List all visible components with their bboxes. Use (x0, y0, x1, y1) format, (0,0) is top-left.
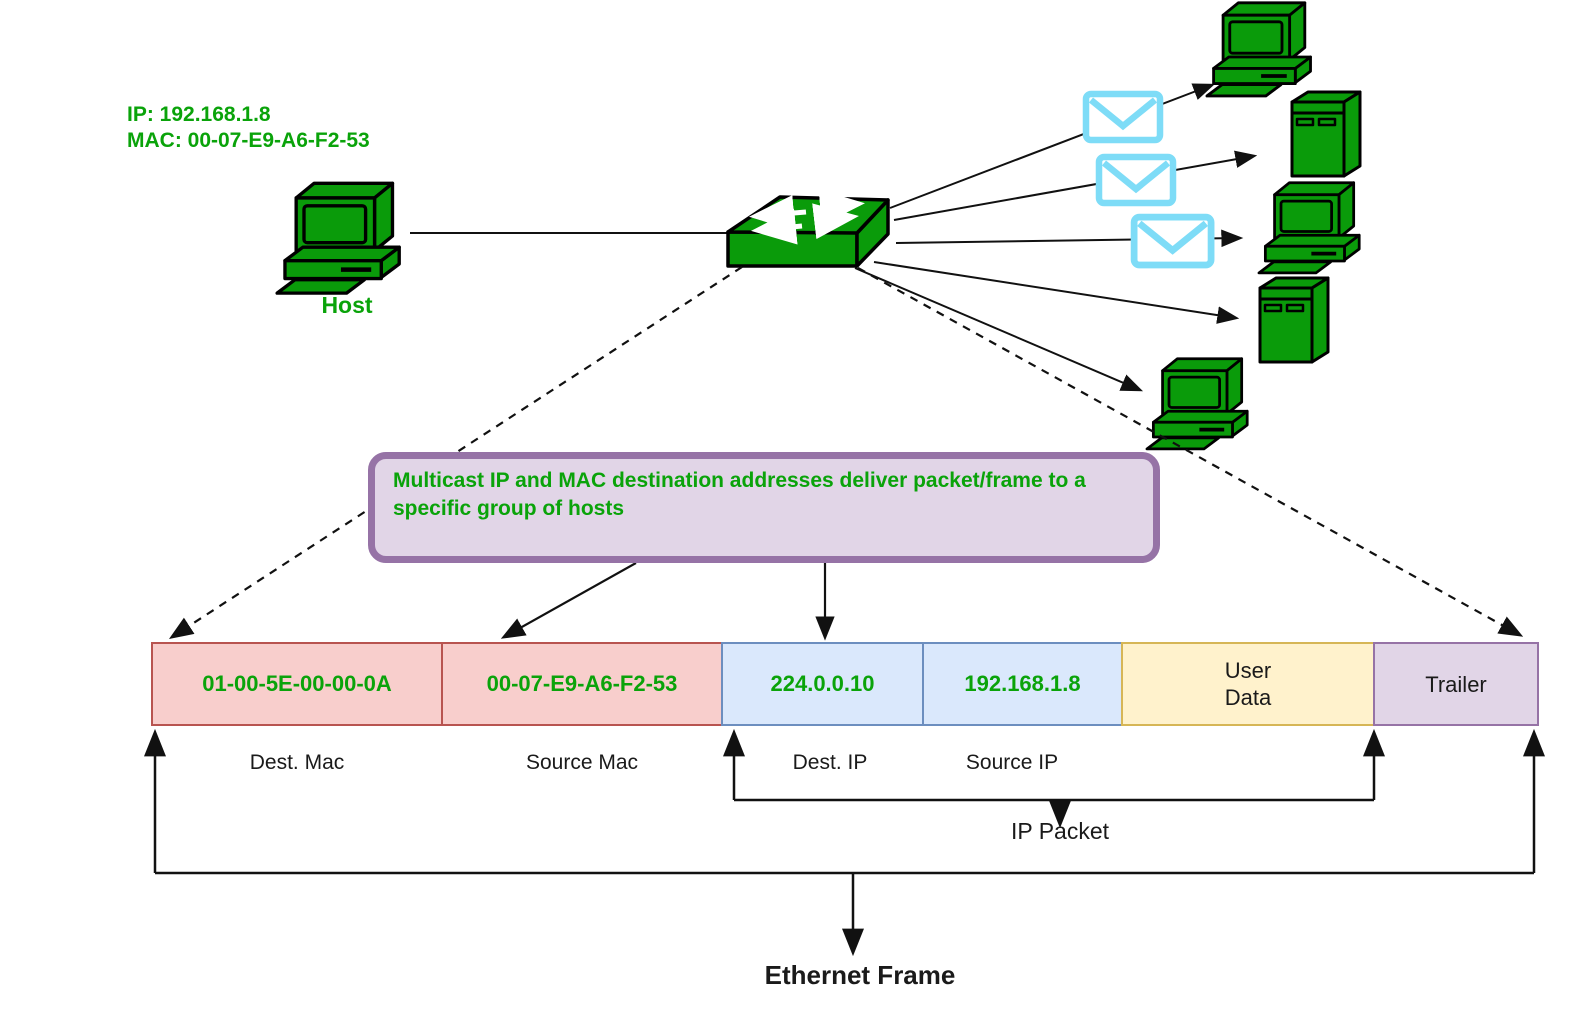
dest-ip-label: Dest. IP (792, 751, 868, 774)
network-links (410, 83, 1258, 392)
user-data-cell (1121, 642, 1375, 726)
desktop-pc-icon (1205, 0, 1313, 98)
ethernet-frame-label: Ethernet Frame (764, 960, 956, 990)
envelope-icon (1134, 217, 1211, 265)
source-mac-label: Source Mac (525, 751, 639, 774)
source-mac-value: 00-07-E9-A6-F2-53 (486, 671, 678, 696)
source-mac-cell (441, 642, 723, 726)
source-ip-value: 192.168.1.8 (964, 671, 1081, 696)
ethernet-frame-bracket (144, 728, 1545, 957)
source-ip-label: Source IP (965, 751, 1059, 774)
frame-expansion-dashed-lines (168, 266, 1524, 639)
switch-link-pc3 (854, 267, 1144, 392)
server-icon (1290, 90, 1362, 178)
trailer-cell (1373, 642, 1539, 726)
dest-mac-cell (151, 642, 443, 726)
envelope-icon (1099, 157, 1173, 203)
switch-link-server1 (893, 150, 1258, 221)
switch-arrows-icon (749, 189, 865, 245)
host-label: Host (321, 292, 373, 318)
switch-icon (726, 195, 890, 268)
ip-packet-bracket (723, 728, 1385, 829)
dest-mac-value: 01-00-5E-00-00-0A (202, 671, 392, 696)
multicast-note-box: Multicast IP and MAC destination address… (368, 452, 1160, 563)
multicast-note-text: Multicast IP and MAC destination address… (393, 469, 1086, 520)
envelope-icon (1086, 94, 1160, 140)
dest-ip-cell (721, 642, 924, 726)
ethernet-frame-cells (151, 642, 1539, 726)
host-mac-text: MAC: 00-07-E9-A6-F2-53 (127, 129, 370, 152)
switch-link-server2 (873, 261, 1240, 324)
note-arrows (500, 562, 835, 641)
ip-packet-label: IP Packet (1010, 818, 1110, 844)
dest-ip-value: 224.0.0.10 (770, 671, 875, 696)
trailer-value: Trailer (1425, 671, 1487, 697)
source-ip-cell (922, 642, 1123, 726)
host-ip-text: IP: 192.168.1.8 (127, 103, 271, 126)
host-pc-icon (277, 183, 399, 293)
dest-mac-label: Dest. Mac (249, 751, 345, 774)
user-data-value: User Data (1224, 658, 1272, 710)
desktop-pc-icon (1257, 180, 1362, 275)
server-icon (1258, 276, 1330, 364)
